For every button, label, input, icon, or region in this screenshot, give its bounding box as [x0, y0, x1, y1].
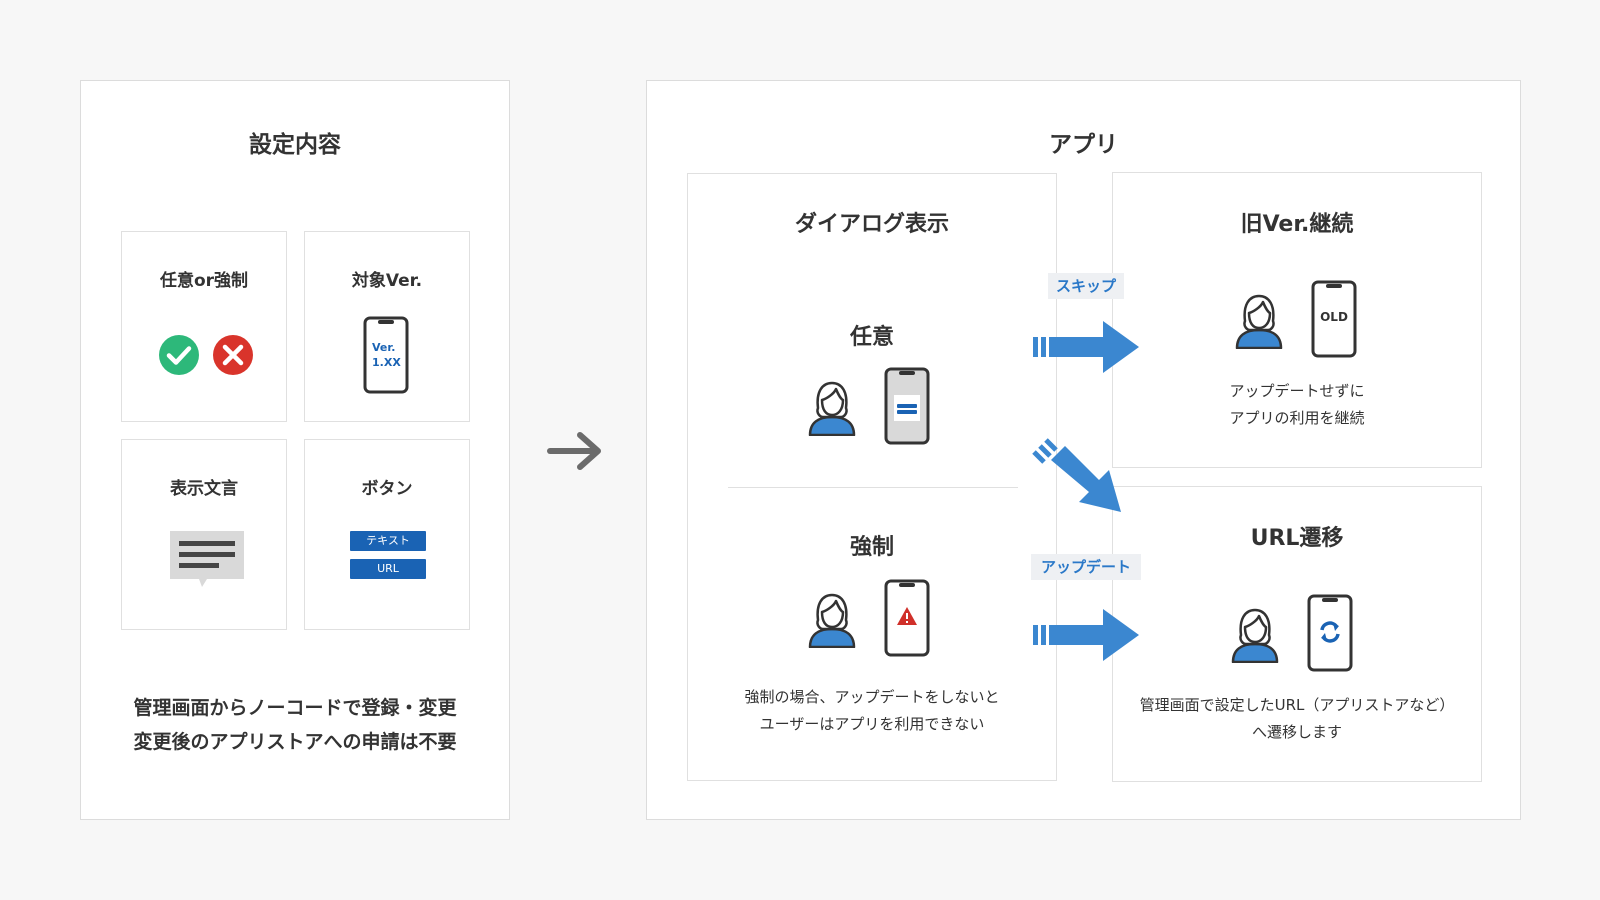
version-card-title: 対象Ver.: [351, 271, 423, 291]
mode-card-title: 任意or強制: [159, 271, 249, 291]
url-button-sample: URL: [350, 559, 426, 579]
diagonal-arrow-icon: [1032, 438, 1121, 512]
settings-footer: 管理画面からノーコードで登録・変更 変更後のアプリストアへの申請は不要: [81, 691, 509, 759]
dialog-divider: [728, 487, 1018, 488]
version-phone-line1: Ver.: [372, 341, 396, 354]
arrow-right-icon: [547, 432, 601, 470]
dialog-card: ダイアログ表示 任意 強制: [687, 173, 1057, 781]
old-version-title: 旧Ver.継続: [1240, 212, 1354, 237]
user-icon: [808, 381, 856, 436]
version-phone-line2: 1.XX: [372, 356, 401, 369]
mode-card: 任意or強制: [121, 231, 287, 422]
warning-icon: [897, 607, 917, 625]
dialog-title: ダイアログ表示: [794, 212, 949, 237]
forced-desc: 強制の場合、アップデートをしないと ユーザーはアプリを利用できない: [688, 684, 1056, 738]
speech-bubble-icon: [170, 531, 244, 587]
settings-footer-line2: 変更後のアプリストアへの申請は不要: [133, 731, 457, 753]
forced-desc-line2: ユーザーはアプリを利用できない: [759, 715, 985, 733]
version-card: 対象Ver. Ver. 1.XX: [304, 231, 470, 422]
old-version-card: 旧Ver.継続 OLD アップデートせずに アプリの利用を継続: [1112, 172, 1482, 468]
update-arrow-icon: [1033, 609, 1139, 661]
settings-panel: 設定内容 任意or強制 対象Ver. Ver. 1.XX 表示文言: [80, 80, 510, 820]
old-phone-text: OLD: [1320, 310, 1348, 324]
app-panel: アプリ ダイアログ表示 任意 強制: [646, 80, 1521, 820]
url-transition-title: URL遷移: [1250, 526, 1344, 551]
url-transition-card: URL遷移 管理画面で設定したURL（アプリストアなど） へ遷移します: [1112, 486, 1482, 782]
old-version-desc-line1: アップデートせずに: [1229, 382, 1365, 400]
refresh-icon: [1320, 621, 1340, 643]
url-transition-desc-line1: 管理画面で設定したURL（アプリストアなど）: [1139, 696, 1455, 714]
check-icon: [159, 335, 199, 375]
version-phone-text: Ver. 1.XX: [363, 340, 409, 370]
old-version-desc: アップデートせずに アプリの利用を継続: [1113, 378, 1481, 432]
user-icon: [808, 593, 856, 648]
cross-icon: [213, 335, 253, 375]
url-transition-desc-line2: へ遷移します: [1251, 723, 1342, 741]
old-version-desc-line2: アプリの利用を継続: [1229, 409, 1365, 427]
message-card-title: 表示文言: [170, 479, 238, 499]
buttons-card: ボタン テキスト URL: [304, 439, 470, 630]
phone-icon: [1311, 280, 1357, 358]
url-transition-desc: 管理画面で設定したURL（アプリストアなど） へ遷移します: [1113, 692, 1481, 746]
forced-label: 強制: [849, 535, 894, 560]
skip-arrow-icon: [1033, 321, 1139, 373]
text-button-sample: テキスト: [350, 531, 426, 551]
optional-label: 任意: [849, 325, 894, 350]
phone-icon: [884, 367, 930, 445]
user-icon: [1231, 608, 1279, 663]
app-title: アプリ: [1049, 132, 1118, 158]
forced-desc-line1: 強制の場合、アップデートをしないと: [744, 688, 1000, 706]
settings-footer-line1: 管理画面からノーコードで登録・変更: [133, 697, 457, 719]
user-icon: [1235, 294, 1283, 349]
phone-icon: [1307, 594, 1353, 672]
update-label: アップデート: [1031, 554, 1141, 580]
buttons-card-title: ボタン: [361, 479, 413, 499]
settings-title: 設定内容: [249, 132, 341, 158]
phone-icon: [363, 316, 409, 394]
skip-label: スキップ: [1048, 273, 1124, 299]
message-card: 表示文言: [121, 439, 287, 630]
